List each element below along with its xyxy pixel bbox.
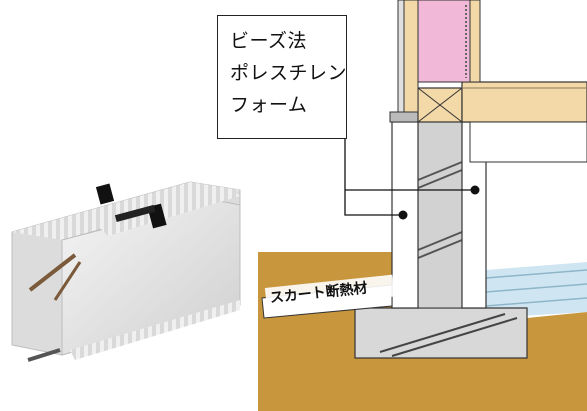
- icf-tie-bar: [114, 204, 156, 223]
- wall-rebar-3: [417, 231, 463, 251]
- callout-line-3: フォーム: [230, 94, 308, 116]
- floor-insulation: [469, 121, 587, 163]
- icf-front-ridges: [100, 190, 240, 236]
- icf-back-ridges: [12, 182, 240, 240]
- ground-line-1: [485, 269, 587, 279]
- floor-joist: [461, 81, 587, 123]
- wall-insulation: [417, 0, 471, 83]
- icf-rebar-3: [27, 348, 61, 362]
- leader-line-outer: [344, 139, 403, 216]
- icf-tie-1: [95, 183, 115, 205]
- callout-line-2: ポレスチレン: [230, 62, 348, 84]
- icf-rebar-1: [28, 253, 77, 292]
- sill-beam-cross-2: [417, 87, 463, 123]
- icf-bottom-ridges: [70, 300, 240, 360]
- sill-flashing: [389, 111, 419, 123]
- wall-rebar-2: [417, 169, 463, 189]
- ground-line-2: [485, 283, 587, 293]
- material-callout-box: ビーズ法 ポレスチレン フォーム: [217, 15, 347, 139]
- foundation-wall: [417, 121, 463, 309]
- wall-sheathing: [403, 0, 419, 113]
- icf-rebar-2: [53, 261, 82, 301]
- wall-stud: [469, 0, 481, 83]
- dot-marker-icon: [470, 185, 480, 195]
- icf-block-illustration: [11, 181, 241, 362]
- callout-line-1: ビーズ法: [230, 30, 308, 52]
- wall-rebar-4: [417, 239, 463, 259]
- wall-rebar-1: [417, 161, 463, 181]
- dot-marker-icon: [398, 210, 408, 220]
- footing-rebar-1: [379, 313, 506, 353]
- footing-rebar-2: [391, 317, 518, 357]
- wall-siding: [397, 0, 405, 113]
- ground-line-3: [485, 297, 587, 307]
